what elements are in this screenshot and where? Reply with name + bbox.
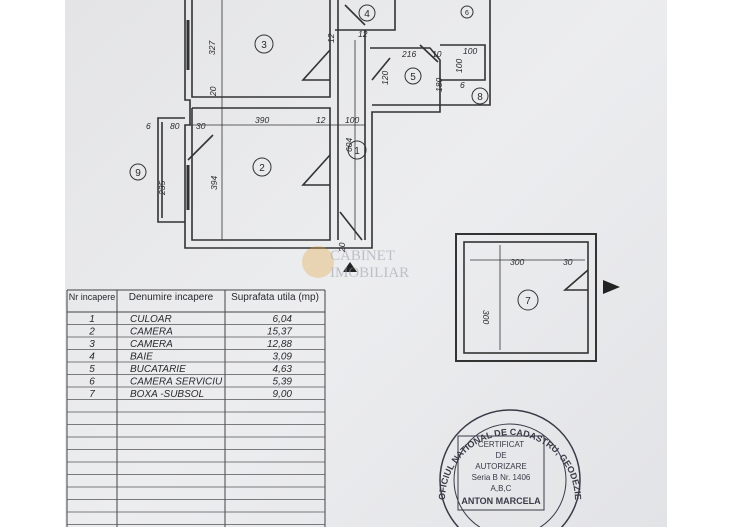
row-area: 5,39 [273, 377, 293, 388]
row-name: CAMERA [130, 327, 173, 338]
room-markers [129, 4, 539, 311]
dimension: 120 [380, 71, 390, 85]
dimension: 327 [207, 41, 217, 55]
entrance-arrow-icon [603, 280, 620, 294]
header-denumire: Denumire incapere [129, 292, 214, 303]
row-area: 15,37 [267, 327, 292, 338]
dimension: 80 [170, 121, 180, 131]
stamp-line: CERTIFICAT [478, 440, 524, 449]
dimension: 216 [401, 49, 416, 59]
authorization-stamp: OFICIUL NATIONAL DE CADASTRU, GEODEZIE S… [0, 0, 583, 527]
stamp-line: DE [495, 451, 506, 460]
room-label: 9 [135, 168, 141, 179]
stamp-line: ANTON MARCELA [461, 496, 541, 506]
dimension: 300 [481, 310, 491, 324]
dimension: 390 [255, 115, 269, 125]
dimension: 20 [208, 86, 218, 97]
row-area: 9,00 [273, 389, 293, 400]
row-nr: 6 [89, 377, 95, 388]
dimension: 6 [460, 80, 465, 90]
dimension-labels: 327 390 394 12 100 604 80 30 6 235 216 1… [146, 29, 573, 324]
row-name: CAMERA [130, 339, 173, 350]
watermark-logo: CABINET IMOBILIAR [302, 246, 409, 281]
dimension: 300 [510, 257, 524, 267]
dimension: 100 [454, 59, 464, 73]
dimension: 235 [157, 181, 167, 196]
dimension: 12 [326, 33, 336, 43]
room-label: 3 [261, 40, 267, 51]
stamp-line: AUTORIZARE [475, 462, 526, 471]
stamp-line: Seria B Nr. 1406 [472, 473, 531, 482]
svg-text:IMOBILIAR: IMOBILIAR [330, 265, 409, 281]
row-name: BAIE [130, 352, 153, 363]
dimension: 604 [344, 138, 354, 152]
dimension: 30 [563, 257, 573, 267]
room-label: 2 [259, 163, 265, 174]
walls [157, 0, 597, 362]
row-nr: 3 [89, 339, 95, 350]
entrance-arrow-icon [343, 262, 357, 272]
row-nr: 1 [89, 314, 95, 325]
stamp-line: A,B,C [491, 484, 512, 493]
svg-text:CABINET: CABINET [330, 248, 395, 264]
room-label: 4 [364, 9, 370, 20]
dimension: 394 [209, 176, 219, 190]
row-nr: 4 [89, 352, 95, 363]
row-area: 3,09 [273, 352, 293, 363]
dimension: 10 [432, 49, 442, 59]
svg-text:OFICIUL NATIONAL DE CADASTRU,: OFICIUL NATIONAL DE CADASTRU, GEODEZIE S… [0, 0, 583, 500]
header-nr: Nr incapere [69, 292, 116, 302]
dimension: 100 [345, 115, 359, 125]
dimension: 100 [463, 46, 477, 56]
dimension: 20 [337, 242, 347, 253]
row-name: CAMERA SERVICIU [130, 377, 223, 388]
header-suprafata: Suprafata utila (mp) [231, 292, 319, 303]
room-label: 8 [477, 92, 483, 103]
row-name: BOXA -SUBSOL [130, 389, 204, 400]
dimension: 12 [358, 29, 368, 39]
row-name: BUCATARIE [130, 364, 186, 375]
dimension: 30 [196, 121, 206, 131]
row-area: 6,04 [273, 314, 293, 325]
dimension: 6 [146, 121, 151, 131]
room-label: 1 [354, 146, 360, 157]
row-name: CULOAR [130, 314, 172, 325]
row-area: 12,88 [267, 339, 292, 350]
dimension: 180 [434, 78, 444, 92]
dimension: 12 [316, 115, 326, 125]
stamp-ring-text: OFICIUL NATIONAL DE CADASTRU, GEODEZIE S… [0, 0, 583, 500]
row-nr: 7 [89, 389, 95, 400]
room-label: 7 [525, 296, 531, 307]
row-area: 4,63 [273, 364, 293, 375]
room-label: 6 [465, 10, 469, 17]
rooms-table: Nr incapere Denumire incapere Suprafata … [66, 289, 326, 527]
room-label: 5 [410, 72, 416, 83]
row-nr: 2 [88, 327, 95, 338]
row-nr: 5 [89, 364, 95, 375]
